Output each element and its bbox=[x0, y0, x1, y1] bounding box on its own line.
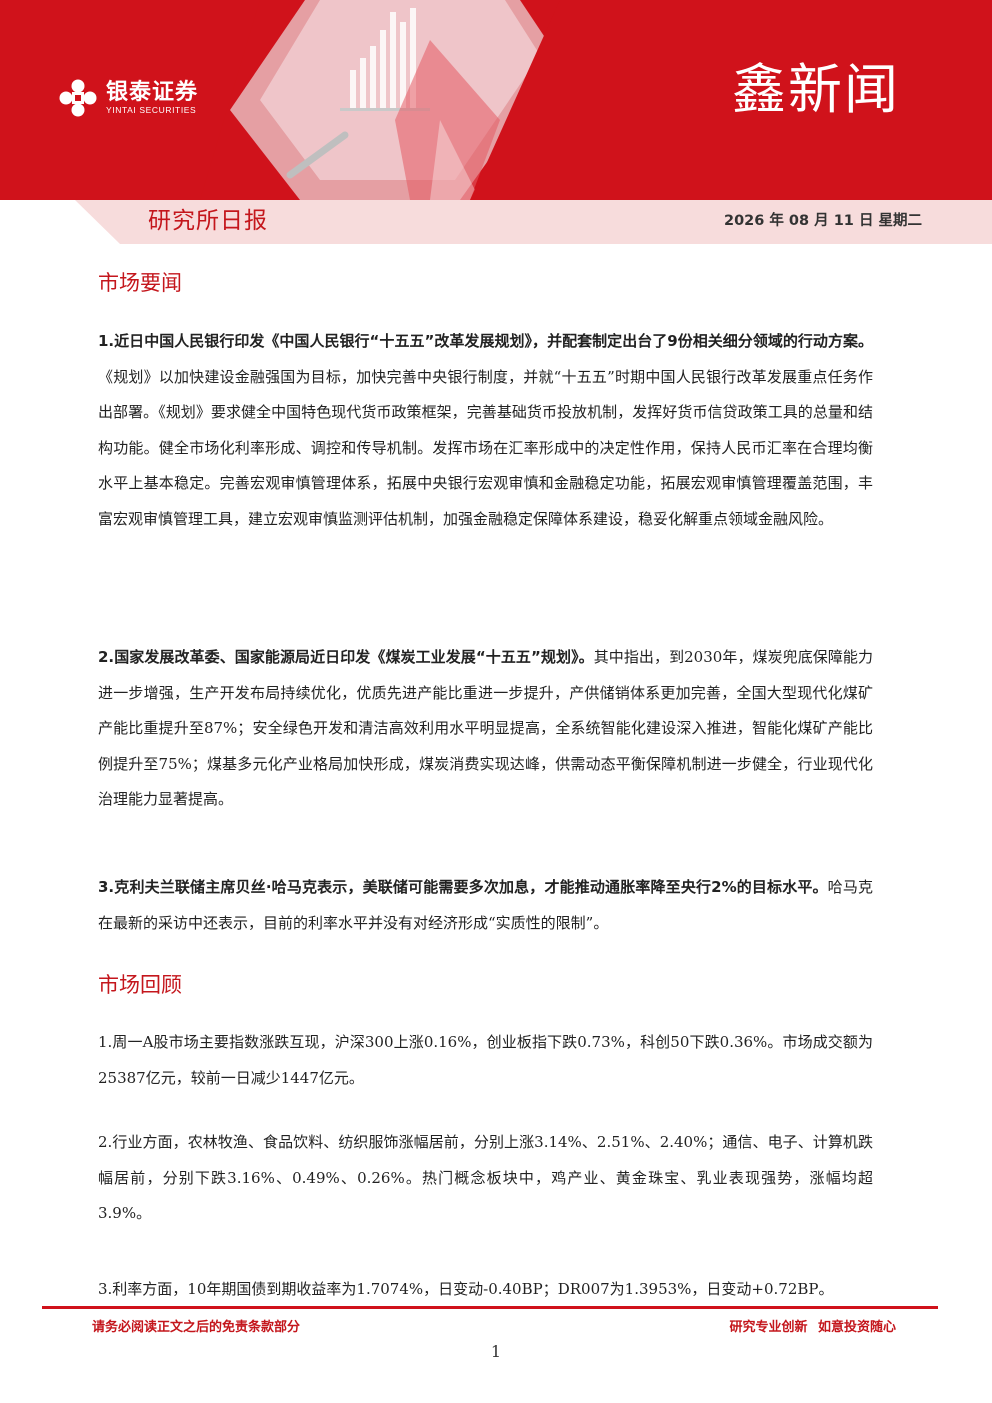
news-item-body: 《规划》以加快建设金融强国为目标，加快完善中央银行制度，并就“十五五”时期中国人… bbox=[98, 367, 873, 528]
footer-disclaimer: 请务必阅读正文之后的免责条款部分 bbox=[92, 1320, 301, 1335]
news-item-lead: 2.国家发展改革委、国家能源局近日印发《煤炭工业发展“十五五”规划》。 bbox=[98, 648, 594, 666]
news-item-lead: 3.克利夫兰联储主席贝丝·哈马克表示，美联储可能需要多次加息，才能推动通胀率降至… bbox=[98, 878, 828, 896]
footer-slogan: 研究专业创新 如意投资随心 bbox=[729, 1320, 896, 1335]
logo-chinese-name: 银泰证券 bbox=[106, 79, 199, 105]
page-number: 1 bbox=[490, 1342, 502, 1361]
news-item-lead: 1.近日中国人民银行印发《中国人民银行“十五五”改革发展规划》，并配套制定出台了… bbox=[98, 332, 873, 350]
news-item-1: 1.近日中国人民银行印发《中国人民银行“十五五”改革发展规划》，并配套制定出台了… bbox=[98, 324, 873, 537]
review-item-3: 3.利率方面，10年期国债到期收益率为1.7074%，日变动-0.40BP；DR… bbox=[98, 1280, 834, 1298]
news-item-body: 哈马克在最新的采访中还表示，目前的利率水平并没有对经济形成“实质性的限制”。 bbox=[98, 878, 873, 932]
brand-title: 鑫新闻 bbox=[732, 58, 900, 121]
header-banner: 银泰证券 YINTAI SECURITIES 鑫新闻 bbox=[0, 0, 992, 200]
review-item-1: 1.周一A股市场主要指数涨跌互现，沪深300上涨0.16%，创业板指下跌0.73… bbox=[98, 1033, 873, 1087]
subheader-band bbox=[0, 200, 992, 244]
section-title-news: 市场要闻 bbox=[98, 271, 182, 295]
footer-divider bbox=[42, 1306, 938, 1309]
section-title-review: 市场回顾 bbox=[98, 973, 182, 997]
news-item-body: 其中指出，到2030年，煤炭兜底保障能力进一步增强，生产开发布局持续优化，优质先… bbox=[98, 648, 873, 808]
review-item-2: 2.行业方面，农林牧渔、食品饮料、纺织服饰涨幅居前，分别上涨3.14%、2.51… bbox=[98, 1133, 873, 1222]
news-item-3: 3.克利夫兰联储主席贝丝·哈马克表示，美联储可能需要多次加息，才能推动通胀率降至… bbox=[98, 870, 873, 941]
subheader-shape bbox=[75, 200, 992, 244]
report-date: 2026 年 08 月 11 日 星期二 bbox=[723, 213, 922, 229]
news-item-2: 2.国家发展改革委、国家能源局近日印发《煤炭工业发展“十五五”规划》。其中指出，… bbox=[98, 640, 873, 818]
logo-mark-icon bbox=[58, 78, 98, 118]
logo-english-name: YINTAI SECURITIES bbox=[106, 104, 197, 115]
report-name: 研究所日报 bbox=[148, 208, 268, 234]
company-logo: 银泰证券 YINTAI SECURITIES bbox=[58, 78, 198, 118]
banner-artwork bbox=[0, 0, 992, 200]
